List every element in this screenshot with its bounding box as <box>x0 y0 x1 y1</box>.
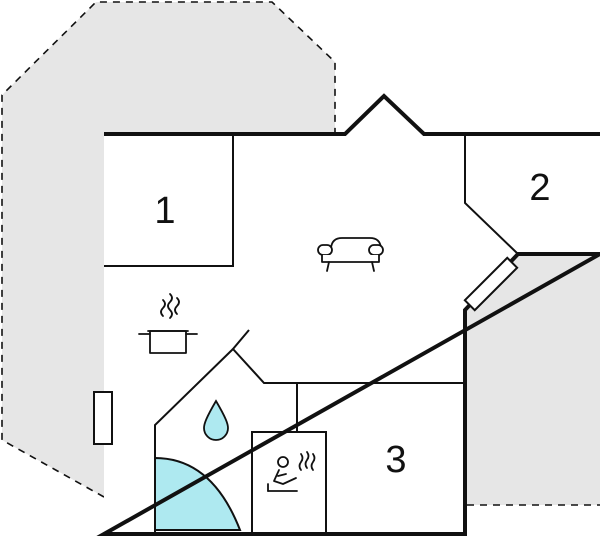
room-1-wall <box>104 134 234 267</box>
interior-walls <box>104 134 519 535</box>
terrace-left <box>2 2 335 497</box>
hot-tub-icon <box>154 456 242 531</box>
window-icon <box>463 256 519 312</box>
bathroom-diagonal-wall <box>154 348 234 534</box>
outer-walls <box>96 93 600 536</box>
bathroom-wall <box>231 329 465 384</box>
window-icon <box>93 391 113 445</box>
water-drop-icon <box>203 399 229 441</box>
outdoor-terrace <box>1 1 600 506</box>
room-1-label: 1 <box>154 190 175 232</box>
sofa-icon <box>317 237 384 272</box>
cooking-pot-icon <box>138 293 198 354</box>
terrace-right <box>465 254 600 505</box>
room-2-label: 2 <box>529 167 550 209</box>
sauna-room-wall <box>251 431 327 535</box>
sauna-icon <box>267 451 316 492</box>
room-3-label: 3 <box>385 439 406 481</box>
windows <box>93 256 519 445</box>
room-2-wall <box>464 134 519 255</box>
